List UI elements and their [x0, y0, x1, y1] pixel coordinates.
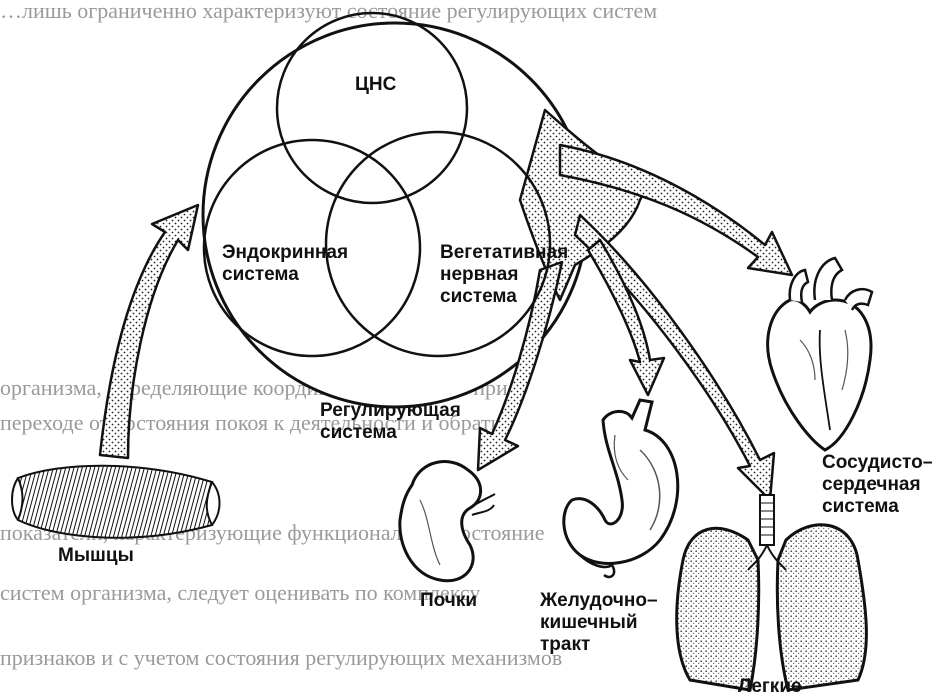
autonomic-nervous-system-label: Вегетативная нервная система [440, 242, 568, 308]
cns-label: ЦНС [355, 74, 396, 96]
lungs-label: Легкие [738, 676, 802, 698]
regulatory-system-label: Регулирующая система [320, 400, 461, 444]
background-text-line: признаков и с учетом состояния регулирую… [0, 645, 562, 670]
lungs-illustration [677, 495, 867, 690]
left-lung [677, 528, 759, 690]
background-text-line: …лишь ограниченно характеризуют состояни… [0, 0, 657, 23]
background-text-line: систем организма, следует оценивать по к… [0, 580, 480, 605]
muscles-label: Мышцы [58, 545, 134, 567]
right-lung [777, 525, 866, 690]
heart-illustration [768, 258, 872, 450]
muscle-illustration [12, 466, 220, 538]
endocrine-system-label: Эндокринная система [222, 242, 348, 286]
kidneys-label: Почки [420, 590, 477, 612]
gi-tract-label: Желудочно– кишечный тракт [540, 590, 658, 656]
cardiovascular-system-label: Сосудисто– сердечная система [822, 452, 932, 518]
stomach-illustration [564, 400, 678, 577]
